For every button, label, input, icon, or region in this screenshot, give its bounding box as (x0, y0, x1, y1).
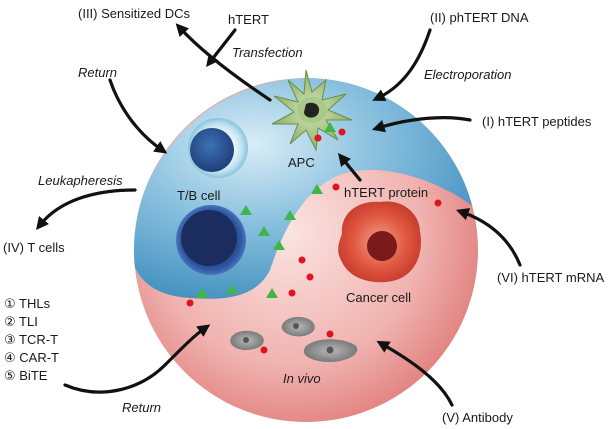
label-leukapheresis: Leukapheresis (38, 173, 123, 188)
therapy-list: ① THLs ② TLI ③ TCR-T ④ CAR-T ⑤ BiTE (4, 296, 59, 383)
label-antibody: (V) Antibody (442, 410, 513, 425)
label-t-cells: (IV) T cells (3, 240, 65, 255)
tb-cell-upper (188, 118, 248, 178)
peptide-markers (196, 122, 336, 298)
label-transfection: Transfection (232, 45, 303, 60)
therapy-item: ① THLs (4, 296, 51, 311)
label-return-bottom: Return (122, 400, 161, 415)
label-cancer-cell: Cancer cell (346, 290, 411, 305)
therapy-item: ④ CAR-T (4, 350, 59, 365)
label-in-vivo: In vivo (283, 371, 321, 386)
labels: (III) Sensitized DCs hTERT Transfection … (3, 6, 604, 425)
therapy-item: ② TLI (4, 314, 38, 329)
label-htert-peptides: (I) hTERT peptides (482, 114, 592, 129)
label-tb-cell: T/B cell (177, 188, 220, 203)
label-sensitized-dcs: (III) Sensitized DCs (78, 6, 190, 21)
label-htert: hTERT (228, 12, 269, 27)
protein-markers (186, 128, 442, 354)
label-phtert-dna: (II) phTERT DNA (430, 10, 529, 25)
arrows (35, 23, 522, 407)
therapy-item: ③ TCR-T (4, 332, 58, 347)
label-htert-protein: hTERT protein (344, 185, 428, 200)
label-electroporation: Electroporation (424, 67, 511, 82)
label-apc: APC (288, 155, 315, 170)
label-return-top: Return (78, 65, 117, 80)
tb-cell-lower (176, 205, 246, 275)
cancer-cell (338, 201, 421, 283)
therapy-item: ⑤ BiTE (4, 368, 48, 383)
apoptotic-cells (230, 316, 358, 362)
label-htert-mrna: (VI) hTERT mRNA (497, 270, 604, 285)
